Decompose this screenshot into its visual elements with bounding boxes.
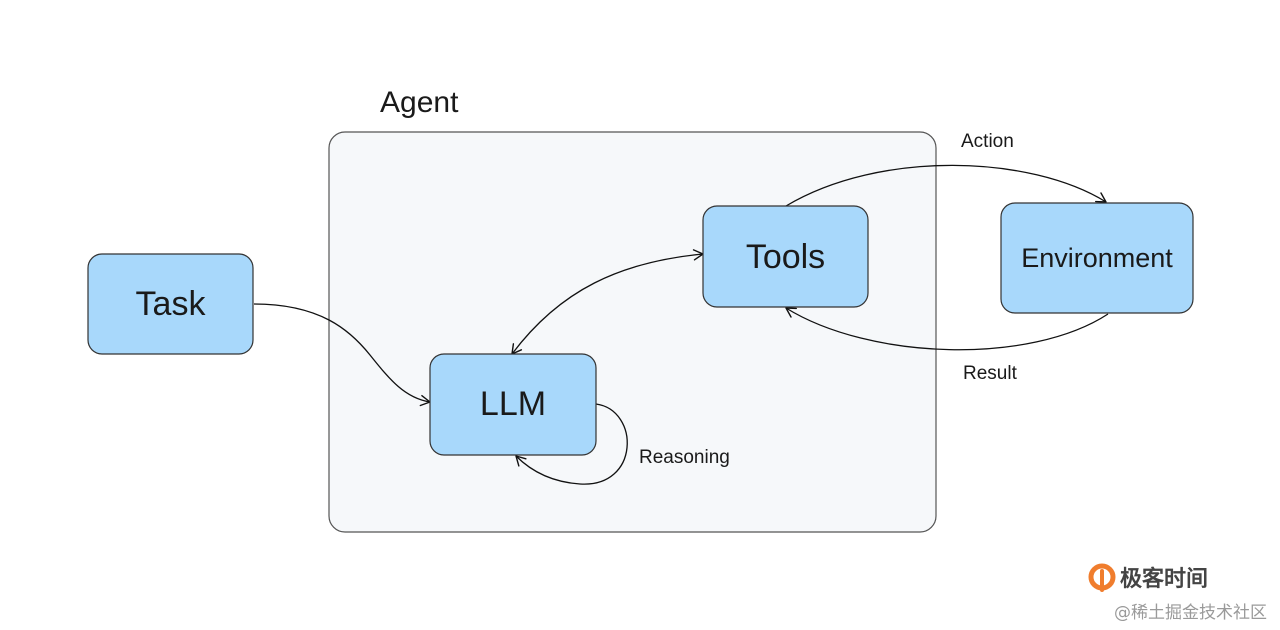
watermark-community: @稀土掘金技术社区	[1114, 603, 1267, 623]
node-tools-label: Tools	[746, 238, 825, 276]
node-llm-label: LLM	[480, 385, 546, 423]
agent-container-label: Agent	[380, 86, 459, 119]
node-task-label: Task	[136, 285, 207, 323]
watermark-brand: 极客时间	[1120, 566, 1208, 592]
geektime-logo-icon	[1088, 563, 1116, 592]
edge-result	[785, 307, 1109, 351]
node-environment: Environment	[1000, 202, 1194, 314]
edge-reasoning-loop	[515, 403, 628, 485]
node-task: Task	[87, 253, 254, 355]
node-environment-label: Environment	[1021, 243, 1173, 273]
watermark: 极客时间 @稀土掘金技术社区	[1088, 563, 1267, 623]
edge-task-to-llm	[253, 303, 431, 407]
edge-llm-tools-bidirectional	[511, 249, 704, 355]
edge-label-action: Action	[961, 131, 1014, 152]
edge-label-result: Result	[963, 363, 1018, 384]
node-llm: LLM	[429, 353, 597, 456]
agent-container	[328, 131, 937, 533]
edge-label-reasoning: Reasoning	[639, 447, 730, 468]
edge-action	[785, 164, 1107, 207]
node-tools: Tools	[702, 205, 869, 308]
